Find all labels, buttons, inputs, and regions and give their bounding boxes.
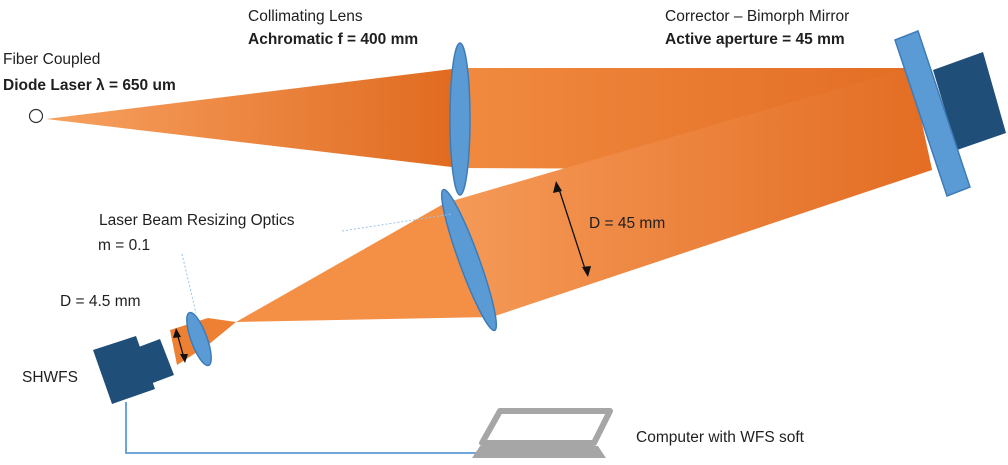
- beam-diameter-arrow-large: [553, 181, 591, 277]
- beam-diameter-arrow-small: [173, 328, 188, 363]
- mirror-label-line1: Corrector – Bimorph Mirror: [665, 8, 850, 25]
- shwfs-sensor-lens-mount: [136, 339, 174, 384]
- diverging-beam: [46, 68, 460, 168]
- collimating-lens: [449, 42, 471, 196]
- computer-label: Computer with WFS soft: [636, 429, 804, 446]
- converging-beam: [236, 203, 492, 322]
- resize-label-line1: Laser Beam Resizing Optics: [99, 212, 295, 229]
- beam-diameter-label-large: D = 45 mm: [589, 215, 666, 232]
- data-cable: [125, 402, 480, 454]
- resizing-lens-large: [440, 188, 498, 332]
- mirror-housing: [933, 52, 1006, 150]
- source-label-line2: Diode Laser λ = 650 um: [3, 77, 176, 94]
- sensor-label: SHWFS: [22, 369, 78, 386]
- fiber-source-icon: [28, 108, 44, 124]
- beam-diameter-label-small: D = 4.5 mm: [60, 293, 141, 310]
- lens-label-line1: Collimating Lens: [248, 8, 363, 25]
- leader-line-resize-large: [341, 213, 453, 232]
- resize-label-line2: m = 0.1: [98, 237, 151, 254]
- source-label-line1: Fiber Coupled: [3, 51, 101, 68]
- bimorph-mirror: [894, 30, 971, 197]
- reflected-beam: [445, 68, 932, 317]
- laptop-icon: [472, 408, 613, 458]
- resizing-lens-small: [186, 311, 212, 367]
- lens-label-line2: Achromatic f = 400 mm: [248, 31, 419, 48]
- leader-line-resize-small: [181, 253, 197, 314]
- mirror-label-line2: Active aperture = 45 mm: [665, 31, 845, 48]
